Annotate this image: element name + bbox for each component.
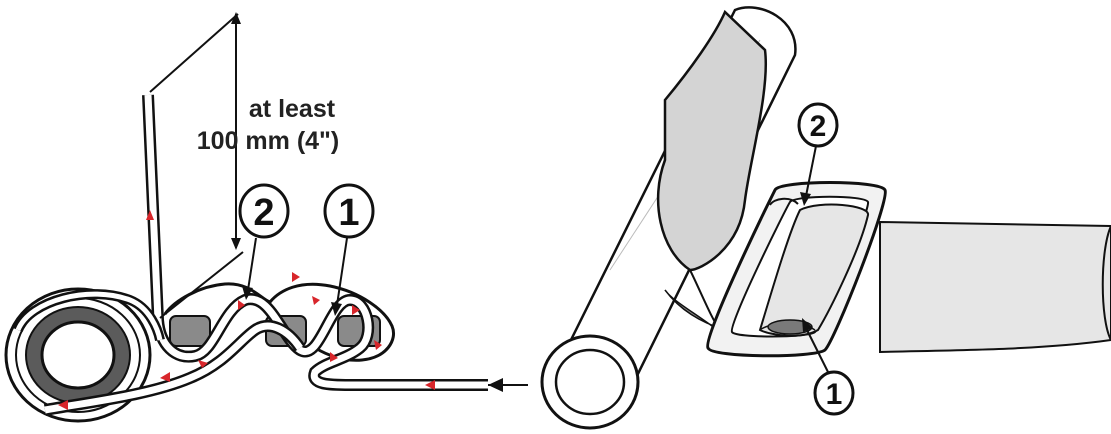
direction-arrow xyxy=(160,372,170,382)
measurement-dimension xyxy=(149,12,244,319)
strap-horizontal xyxy=(879,220,1111,354)
callout-number: 1 xyxy=(826,378,843,411)
measure-line-2: 100 mm (4") xyxy=(197,127,339,155)
direction-arrow xyxy=(146,210,154,220)
buckle-perspective-view: 2 1 xyxy=(540,6,1111,430)
direction-arrow xyxy=(352,305,360,315)
buckle-outline xyxy=(163,282,395,362)
direction-arrow xyxy=(425,380,435,390)
direction-arrows xyxy=(58,210,435,410)
callout-number: 2 xyxy=(253,192,274,234)
callout-step-2: 2 xyxy=(797,102,839,206)
direction-arrow xyxy=(58,400,68,410)
strap-path xyxy=(13,94,488,416)
callout-step-2: 2 xyxy=(238,183,290,300)
pointer-arrow xyxy=(488,378,528,392)
tube-end xyxy=(540,334,640,430)
strap-vertical xyxy=(656,9,767,272)
buckle-bar xyxy=(169,315,211,347)
callout-step-1: 1 xyxy=(802,318,855,416)
direction-arrow xyxy=(238,300,245,310)
direction-arrow xyxy=(292,272,300,282)
measure-line-1: at least xyxy=(249,95,336,123)
callout-step-1: 1 xyxy=(323,183,375,316)
direction-arrow xyxy=(312,296,320,305)
direction-arrow xyxy=(198,360,208,368)
callout-number: 1 xyxy=(338,192,359,234)
buckle-cross-section: at least 100 mm (4") 2 1 xyxy=(4,12,528,423)
strap-roll xyxy=(4,287,152,423)
buckle-frame xyxy=(706,181,887,358)
callout-number: 2 xyxy=(810,110,827,143)
direction-arrow xyxy=(330,352,338,362)
direction-arrow xyxy=(374,340,382,350)
